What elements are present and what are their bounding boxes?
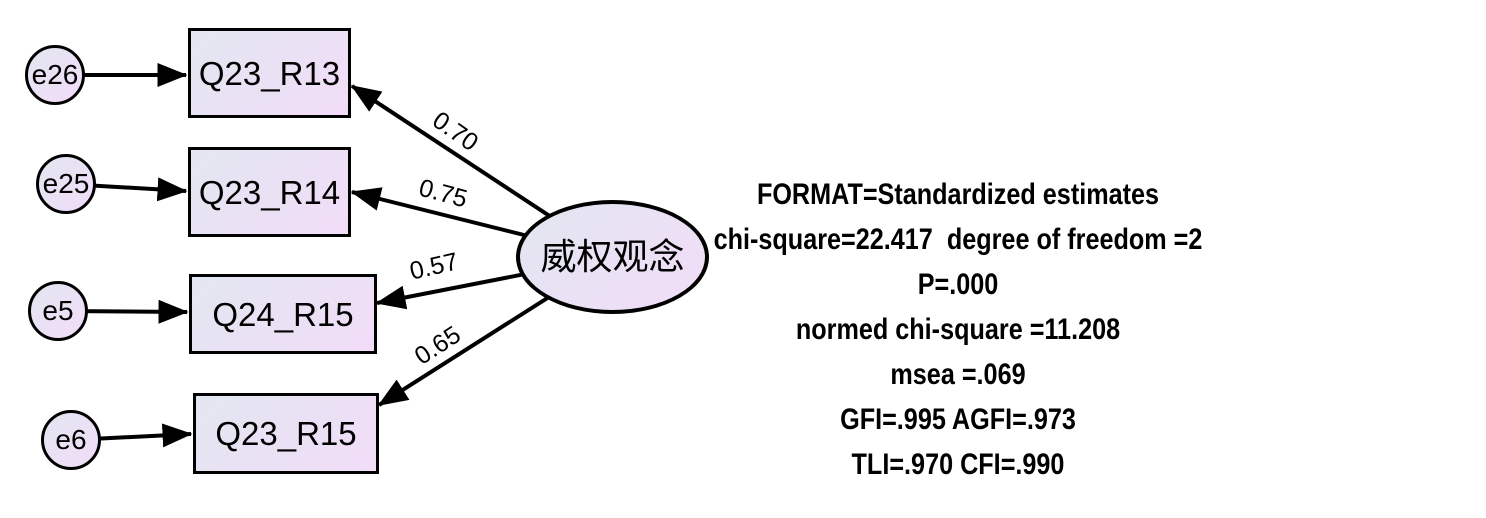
fit-stat-format: FORMAT=Standardized estimates xyxy=(756,178,1160,211)
error-label: e6 xyxy=(55,424,87,455)
fit-statistics-block: FORMAT=Standardized estimates chi-square… xyxy=(555,172,1361,487)
fit-stat-p-value: P=.000 xyxy=(917,268,999,301)
indicator-node-q23r15: Q23_R15 xyxy=(193,393,379,474)
indicator-label: Q24_R15 xyxy=(212,295,354,333)
indicator-node-q23r14: Q23_R14 xyxy=(188,147,351,237)
latent-node-weiquan-guannian: 威权观念 xyxy=(516,200,709,314)
indicator-label: Q23_R14 xyxy=(198,173,341,211)
fit-stat-gfi-agfi: GFI=.995 AGFI=.973 xyxy=(840,403,1076,436)
fit-stat-tli-cfi: TLI=.970 CFI=.990 xyxy=(851,448,1065,481)
fit-stat-msea: msea =.069 xyxy=(890,358,1026,391)
error-label: e25 xyxy=(42,168,90,199)
indicator-label: Q23_R15 xyxy=(215,415,357,452)
error-label: e5 xyxy=(42,295,74,326)
fit-stat-chi-square-df: chi-square=22.417 degree of freedom =2 xyxy=(713,223,1203,256)
error-node-e26: e26 xyxy=(25,45,85,105)
indicator-node-q23r13: Q23_R13 xyxy=(188,28,351,118)
fit-stat-normed-chi-square: normed chi-square =11.208 xyxy=(795,313,1121,346)
error-node-e6: e6 xyxy=(41,410,101,470)
indicator-label: Q23_R13 xyxy=(198,54,341,92)
error-label: e26 xyxy=(31,59,79,90)
error-node-e5: e5 xyxy=(28,281,88,341)
error-node-e25: e25 xyxy=(36,154,96,214)
latent-label: 威权观念 xyxy=(540,236,685,277)
indicator-node-q24r15: Q24_R15 xyxy=(189,274,377,354)
